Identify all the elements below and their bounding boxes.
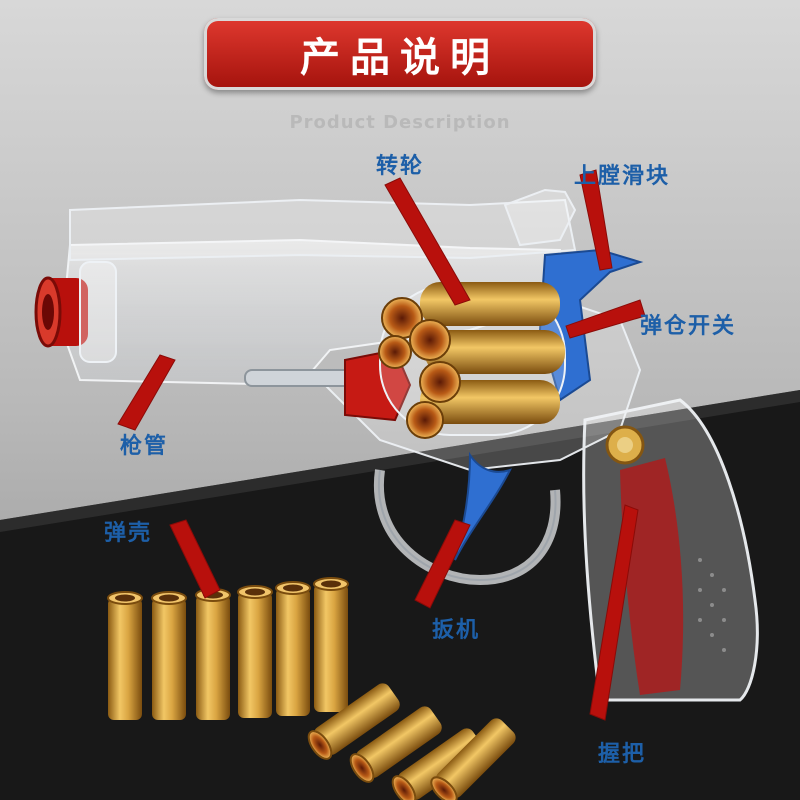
- label-magazine-switch: 弹仓开关: [640, 314, 737, 339]
- label-shell: 弹壳: [104, 521, 153, 546]
- label-grip: 握把: [598, 742, 647, 767]
- red-muzzle: [34, 261, 117, 363]
- shell-row-standing: [107, 577, 349, 720]
- shell-row-lying: [307, 683, 516, 800]
- label-slide: 上膛滑块: [574, 164, 671, 189]
- cylinder: [378, 282, 566, 439]
- page-subtitle: Product Description: [289, 112, 511, 133]
- label-barrel: 枪管: [120, 434, 169, 459]
- page-title: 产品说明: [300, 35, 500, 81]
- label-cylinder: 转轮: [376, 154, 425, 179]
- pointer-arrows: [117, 169, 646, 721]
- label-trigger: 扳机: [432, 618, 481, 643]
- title-banner: 产品说明: [204, 18, 596, 90]
